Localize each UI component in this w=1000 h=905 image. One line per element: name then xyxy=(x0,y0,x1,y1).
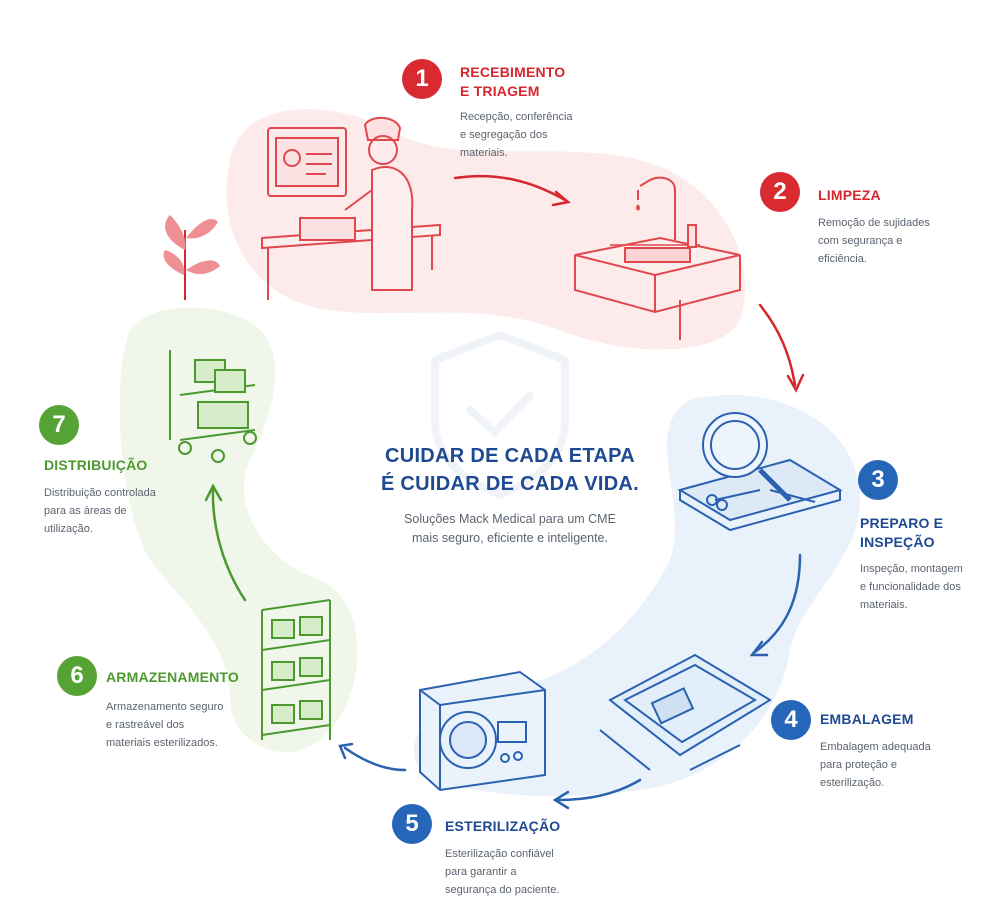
arrow-5-to-6 xyxy=(343,746,407,772)
step-7-title: DISTRIBUIÇÃO xyxy=(44,457,148,473)
shield-watermark-icon xyxy=(431,330,569,500)
sink-illustration xyxy=(574,176,741,340)
step-4-badge: 4 xyxy=(771,700,811,740)
step-3-title: PREPARO E INSPEÇÃO xyxy=(860,515,944,550)
arrow-1-to-2 xyxy=(453,174,567,202)
step-6-description: Armazenamento seguro e rastreável dos ma… xyxy=(106,701,224,749)
step-2-description: Remoção de sujidades com segurança e efi… xyxy=(818,217,930,265)
step-2-title: LIMPEZA xyxy=(818,187,881,203)
step-2-badge: 2 xyxy=(760,172,800,212)
sterilizer-illustration xyxy=(419,670,546,792)
red-blob xyxy=(226,109,746,350)
step-6-title: ARMAZENAMENTO xyxy=(106,669,240,685)
step-3-description: Inspeção, montagem e funcionalidade dos … xyxy=(860,563,963,611)
step-1-description: Recepção, conferência e segregação dos m… xyxy=(460,111,573,159)
step-5-title: ESTERILIZAÇÃO xyxy=(445,818,561,834)
step-7-badge: 7 xyxy=(39,405,79,445)
packaging-illustration xyxy=(599,653,772,771)
step-1-title: RECEBIMENTO E TRIAGEM xyxy=(460,64,566,99)
arrow-4-to-5 xyxy=(556,778,642,802)
arrow-2-to-3-head xyxy=(786,373,805,393)
center-headline: CUIDAR DE CADA ETAPA É CUIDAR DE CADA VI… xyxy=(380,445,640,495)
step-6-badge: 6 xyxy=(57,656,97,696)
shelf-illustration xyxy=(261,599,331,740)
reception-illustration xyxy=(261,116,441,300)
step-7-description: Distribuição controlada para as áreas de… xyxy=(44,487,156,535)
flow-arrows xyxy=(204,174,805,810)
cart-illustration xyxy=(169,350,257,463)
plant-decoration-icon xyxy=(163,215,220,300)
center-subtitle: Soluções Mack Medical para um CME mais s… xyxy=(404,512,616,545)
arrow-1-to-2-head xyxy=(551,190,571,207)
step-4-title: EMBALAGEM xyxy=(820,711,914,727)
step-3-badge: 3 xyxy=(858,460,898,500)
arrow-3-to-4 xyxy=(753,553,802,654)
arrow-3-to-4-head xyxy=(749,640,769,657)
inspection-illustration xyxy=(677,412,843,532)
arrow-6-to-7 xyxy=(211,488,247,602)
step-4-description: Embalagem adequada para proteção e ester… xyxy=(820,741,931,789)
arrow-5-to-6-head xyxy=(338,742,354,760)
step-1-badge: 1 xyxy=(402,59,442,99)
arrow-2-to-3 xyxy=(758,303,797,387)
step-5-description: Esterilização confiável para garantir a … xyxy=(445,848,560,896)
green-blob xyxy=(119,307,358,753)
arrow-6-to-7-head xyxy=(204,483,223,502)
step-5-badge: 5 xyxy=(392,804,432,844)
arrow-4-to-5-head xyxy=(552,790,570,810)
